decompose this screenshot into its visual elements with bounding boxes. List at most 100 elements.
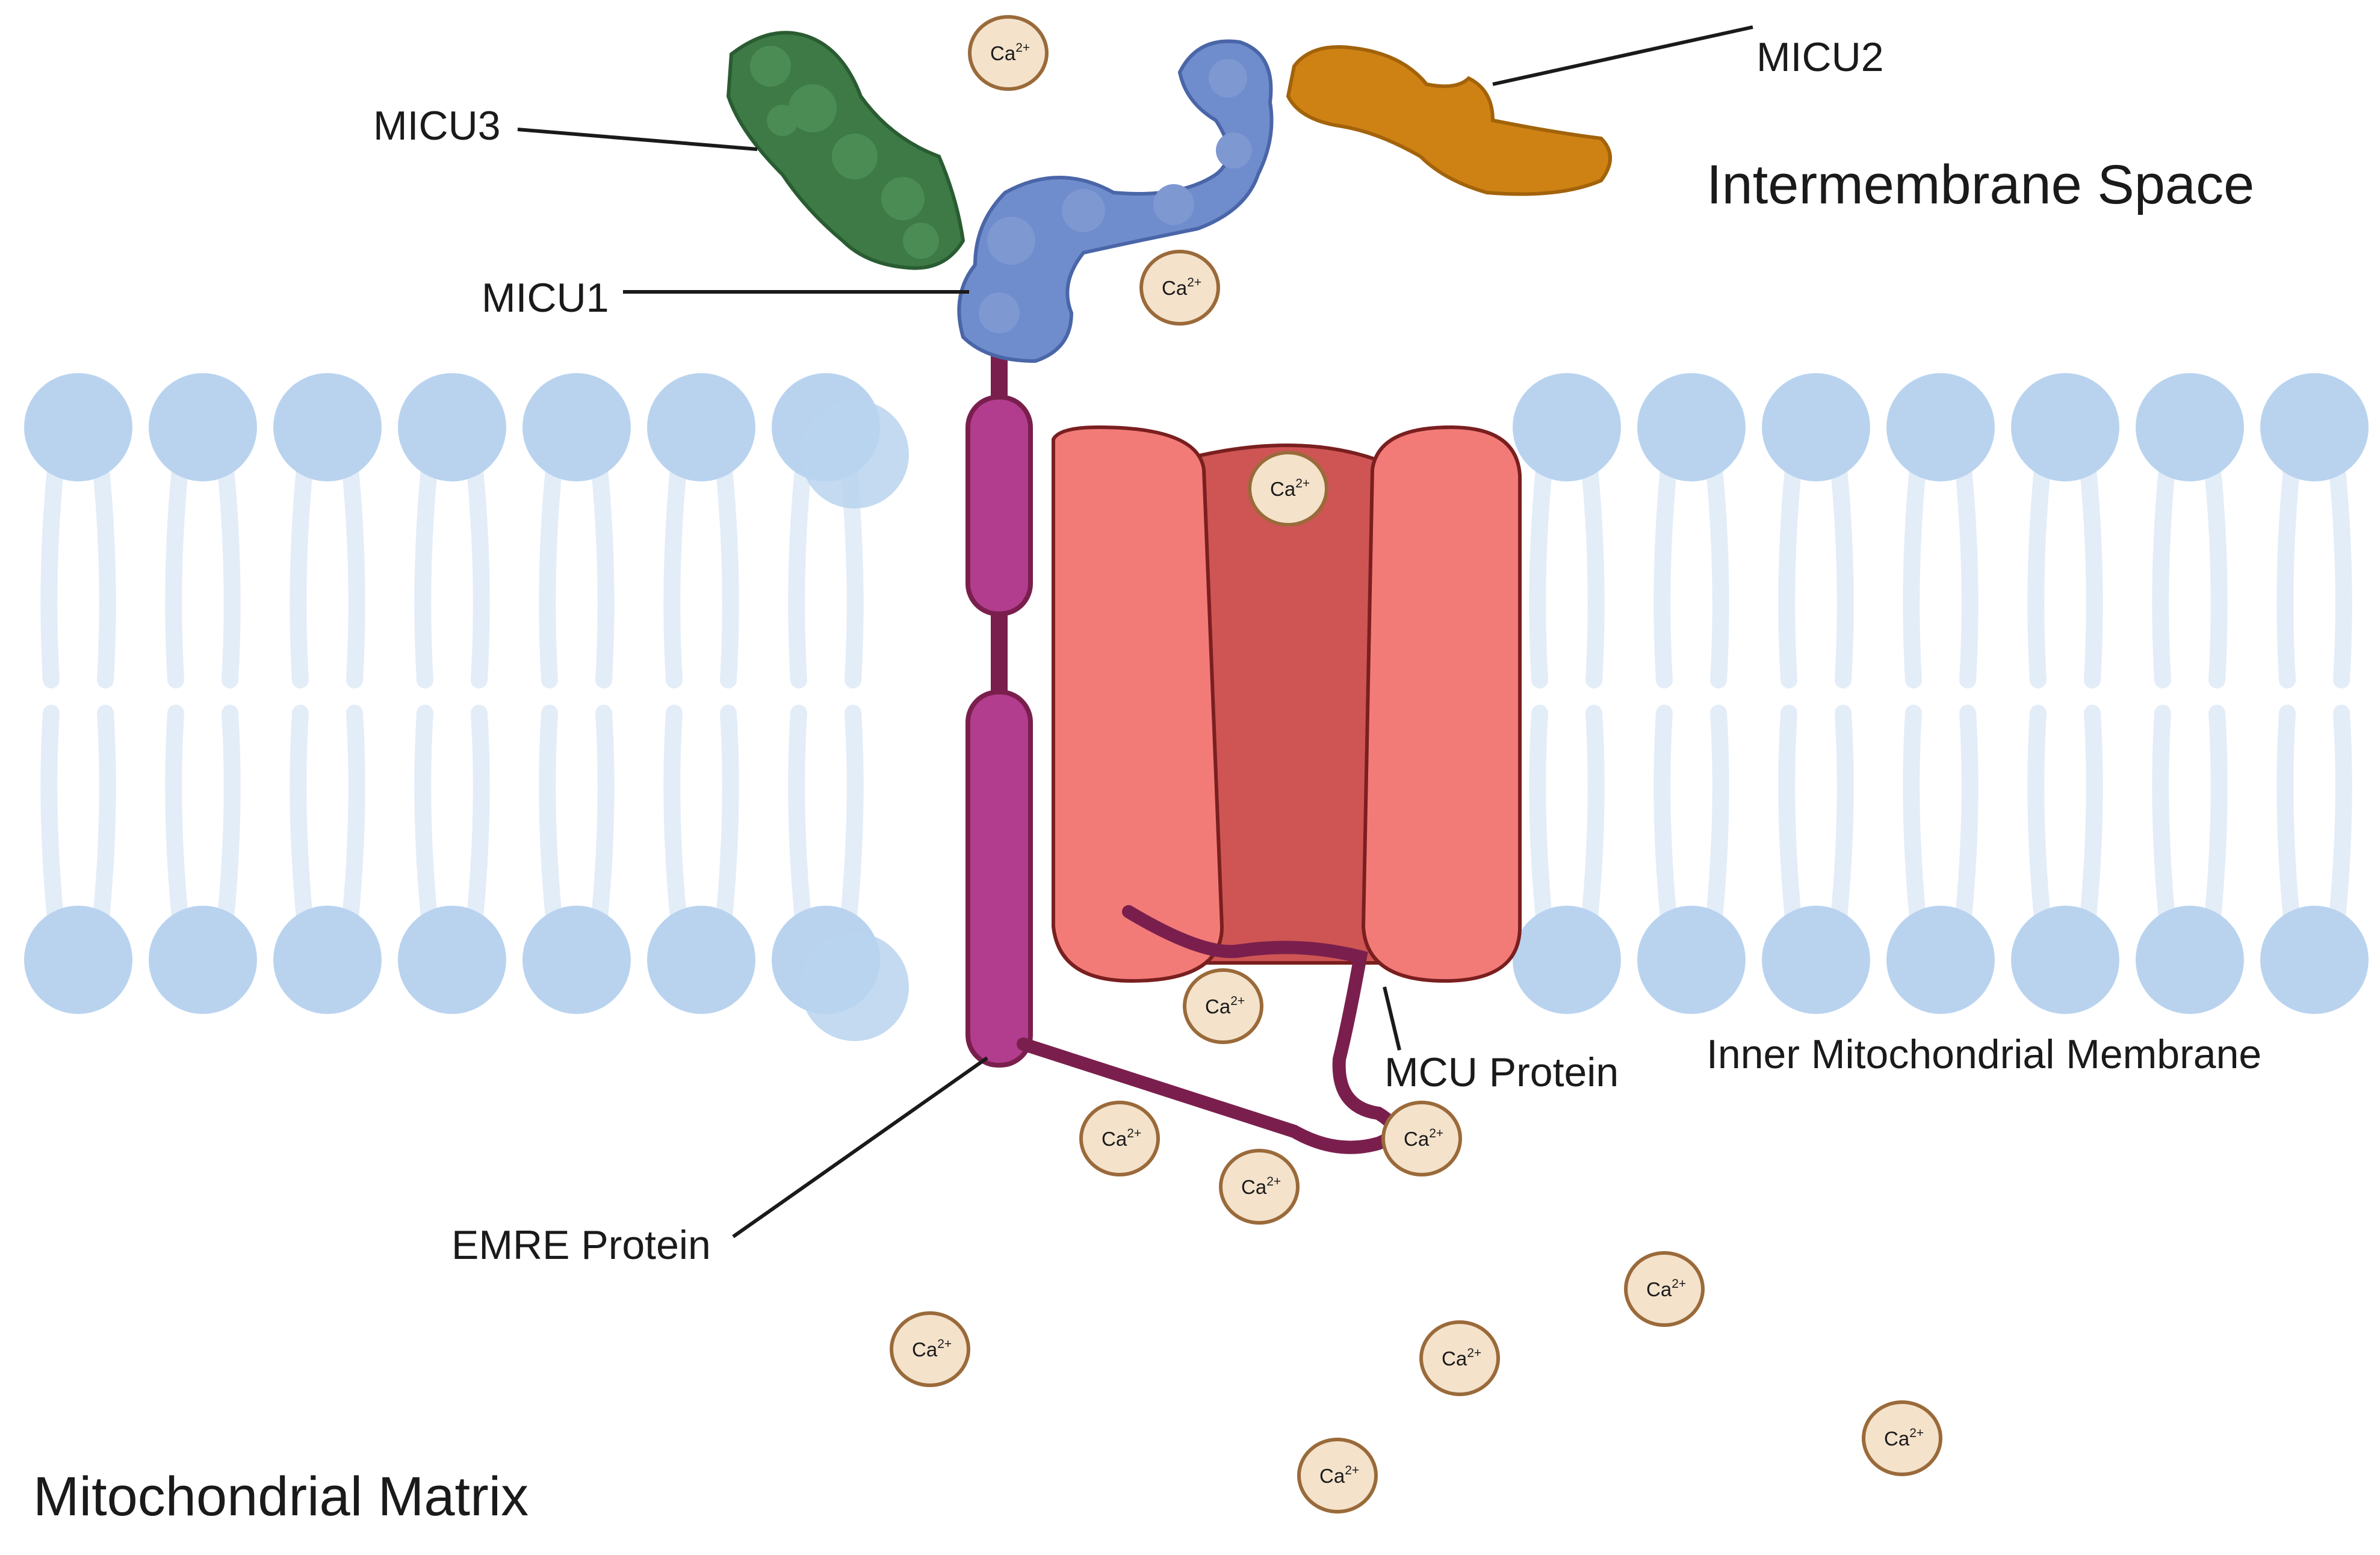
micu1-shape <box>957 39 1274 363</box>
lipid-head-top <box>2136 373 2244 481</box>
lipid-head-top <box>1513 373 1621 481</box>
lipid-head-top <box>149 373 257 481</box>
calcium-ion-circle <box>1624 1251 1705 1327</box>
lipid-head-bottom <box>1637 906 1746 1014</box>
lipid-tail <box>788 705 811 926</box>
calcium-ion-label: Ca2+ <box>912 1337 952 1361</box>
mcu-subunit-left <box>1052 425 1224 983</box>
lipid-tail <box>788 461 811 688</box>
mcu-subunit-right <box>1361 425 1522 983</box>
lipid-tail <box>93 705 116 926</box>
calcium-ion: Ca2+ <box>1419 1320 1500 1396</box>
calcium-ion-label: Ca2+ <box>1442 1346 1481 1370</box>
calcium-ion-circle <box>1079 1101 1160 1176</box>
lipid-head-bottom <box>2260 906 2369 1014</box>
lipid-tail <box>40 705 64 926</box>
emre-leader <box>732 1056 988 1238</box>
label-mcu-protein: MCU Protein <box>1384 1050 1619 1095</box>
label-micu2: MICU2 <box>1756 34 1884 80</box>
lipid-tail <box>1529 705 1552 926</box>
lipid-tail <box>1581 461 1605 688</box>
calcium-ion-circle <box>1183 968 1263 1044</box>
micu3-leader <box>517 128 758 151</box>
calcium-ion-label: Ca2+ <box>1646 1277 1686 1300</box>
lipid-tail <box>165 705 188 926</box>
calcium-ion: Ca2+ <box>968 15 1049 91</box>
lipid-tail <box>1706 461 1729 688</box>
lipid-tail <box>342 705 365 926</box>
calcium-ion: Ca2+ <box>1862 1400 1942 1476</box>
lipid-tail <box>2204 461 2228 688</box>
lipid-tail <box>2152 461 2175 688</box>
calcium-ion-label: Ca2+ <box>990 41 1030 64</box>
calcium-ion: Ca2+ <box>1139 250 1220 326</box>
label-micu1: MICU1 <box>482 275 609 321</box>
lipid-tail <box>716 705 739 926</box>
lipid-head-top <box>1637 373 1746 481</box>
lipid-tail <box>2080 705 2103 926</box>
label-intermembrane-space: Intermembrane Space <box>1706 154 2254 215</box>
calcium-ion-circle <box>1862 1400 1942 1476</box>
calcium-ion-circle <box>968 15 1049 91</box>
label-mitochondrial-matrix: Mitochondrial Matrix <box>33 1466 528 1527</box>
calcium-ion: Ca2+ <box>1381 1101 1462 1176</box>
lipid-head-bottom <box>24 906 132 1014</box>
lipid-tails <box>40 461 2352 926</box>
lipid-tail <box>2329 705 2352 926</box>
lipid-head-top <box>1886 373 1995 481</box>
micu2-leader <box>1492 25 1753 86</box>
lipid-tail <box>290 705 313 926</box>
micu3-texture <box>750 46 939 259</box>
leader-lines <box>517 25 1753 1238</box>
mcu-terminal-loop <box>1017 905 1400 1154</box>
lipid-tail <box>1653 705 1677 926</box>
calcium-ion: Ca2+ <box>1079 1101 1160 1176</box>
lipid-tail <box>1830 705 1854 926</box>
micu1-texture <box>979 59 1252 333</box>
lipid-tail <box>2152 705 2175 926</box>
lipid-tail <box>2080 461 2103 688</box>
lipid-tail <box>539 705 562 926</box>
lipid-tail <box>466 461 490 688</box>
labels: MICU3 MICU1 MICU2 Intermembrane Space MC… <box>33 34 2261 1527</box>
label-inner-mitochondrial-membrane: Inner Mitochondrial Membrane <box>1706 1031 2261 1077</box>
lipid-tail <box>1903 705 1926 926</box>
lipid-head-bottom <box>647 906 755 1014</box>
lipid-tail <box>1706 705 1729 926</box>
lipid-tail <box>342 461 365 688</box>
lipid-head-bottom <box>522 906 631 1014</box>
lipid-tail <box>2329 461 2352 688</box>
calcium-ion-circle <box>1297 1438 1378 1513</box>
lipid-tail <box>1955 461 1979 688</box>
calcium-ion: Ca2+ <box>1183 968 1263 1044</box>
calcium-ion-circle <box>1139 250 1220 326</box>
lipid-tail <box>663 705 687 926</box>
lipid-tail <box>1653 461 1677 688</box>
lipid-head-bottom <box>1513 906 1621 1014</box>
lipid-tail <box>2276 705 2300 926</box>
calcium-ion-label: Ca2+ <box>1270 477 1310 500</box>
lipid-tail <box>1955 705 1979 926</box>
calcium-ion-circle <box>890 1311 970 1387</box>
emre-helix-lower <box>965 690 1033 1068</box>
lipid-head-top <box>522 373 631 481</box>
lipid-tail <box>716 461 739 688</box>
lipid-tail <box>217 705 241 926</box>
calcium-ion-label: Ca2+ <box>1205 994 1245 1018</box>
label-emre-protein: EMRE Protein <box>451 1222 711 1268</box>
lipid-head-top <box>24 373 132 481</box>
lipid-head-top <box>647 373 755 481</box>
lipid-tail <box>2204 705 2228 926</box>
calcium-ion-label: Ca2+ <box>1319 1464 1359 1487</box>
lipid-tail <box>290 461 313 688</box>
lipid-head-top <box>2260 373 2369 481</box>
lipid-tail <box>539 461 562 688</box>
calcium-ion-circle <box>1419 1320 1500 1396</box>
emre-protein <box>965 355 1033 1068</box>
calcium-ion: Ca2+ <box>1624 1251 1705 1327</box>
lipid-head-top <box>398 373 506 481</box>
lipid-head-top <box>273 373 382 481</box>
calcium-ion-circle <box>1248 451 1328 527</box>
lipid-tail <box>1778 461 1802 688</box>
